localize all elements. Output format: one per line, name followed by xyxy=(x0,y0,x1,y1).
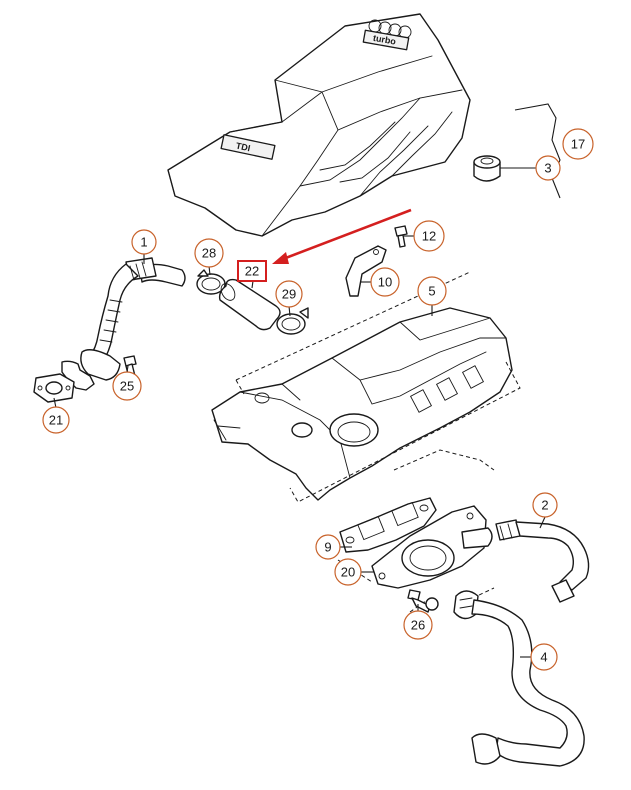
hose-2-part xyxy=(495,519,590,603)
cover-badge-text: TDI xyxy=(235,141,251,154)
clamp-29-part xyxy=(276,307,309,335)
callout-22: 22 xyxy=(237,260,267,282)
bolt-12-part xyxy=(394,225,408,248)
callout-20: 20 xyxy=(334,558,362,586)
callout-2-label: 2 xyxy=(541,498,548,513)
gasket-21-part xyxy=(33,373,75,403)
callout-29-label: 29 xyxy=(282,287,296,302)
callout-28-label: 28 xyxy=(202,246,216,261)
bracket-10-part xyxy=(345,245,387,297)
callout-5: 5 xyxy=(417,276,447,306)
valve-cover-dash-outline xyxy=(235,271,521,503)
callout-10: 10 xyxy=(370,267,400,297)
clamp-28-part xyxy=(196,269,226,295)
pcv-housing-20-part xyxy=(371,505,493,589)
gasket-9-part xyxy=(339,497,437,553)
callout-17-label: 17 xyxy=(571,137,585,152)
callout-3: 3 xyxy=(535,155,561,181)
cover-logo-text: turbo xyxy=(372,33,397,47)
callout-5-label: 5 xyxy=(428,284,435,299)
callout-21: 21 xyxy=(42,406,70,434)
callout-20-label: 20 xyxy=(341,565,355,580)
callout-9-label: 9 xyxy=(324,540,331,555)
grommet-part xyxy=(473,155,501,182)
cover-logo: turbo xyxy=(362,19,412,51)
breather-hose-1-part xyxy=(61,257,186,391)
callout-2: 2 xyxy=(532,492,558,518)
hose-22-part xyxy=(218,278,281,331)
callout-25: 25 xyxy=(112,371,142,401)
callout-28: 28 xyxy=(194,238,224,268)
cover-badge: TDI xyxy=(220,134,276,160)
callout-1-label: 1 xyxy=(140,235,147,250)
highlight-arrow xyxy=(272,208,412,264)
callout-17: 17 xyxy=(562,128,594,160)
callout-29: 29 xyxy=(275,280,303,308)
callout-3-label: 3 xyxy=(544,161,551,176)
callout-9: 9 xyxy=(315,534,341,560)
valve-cover-5-part xyxy=(211,307,513,501)
callout-1: 1 xyxy=(131,229,157,255)
hose-4-part xyxy=(453,590,585,767)
cover-bracket-line xyxy=(514,103,561,199)
callout-26: 26 xyxy=(403,610,433,640)
callout-10-label: 10 xyxy=(378,275,392,290)
callout-26-label: 26 xyxy=(411,618,425,633)
pcv-dash-outline xyxy=(337,449,495,613)
callout-4-label: 4 xyxy=(540,650,547,665)
callout-22-label: 22 xyxy=(245,264,259,279)
bolt-26-part xyxy=(407,589,439,613)
callout-25-label: 25 xyxy=(120,379,134,394)
callout-12: 12 xyxy=(413,220,445,252)
callout-21-label: 21 xyxy=(49,413,63,428)
engine-cover xyxy=(167,13,471,237)
callout-12-label: 12 xyxy=(422,229,436,244)
callout-4: 4 xyxy=(530,643,558,671)
